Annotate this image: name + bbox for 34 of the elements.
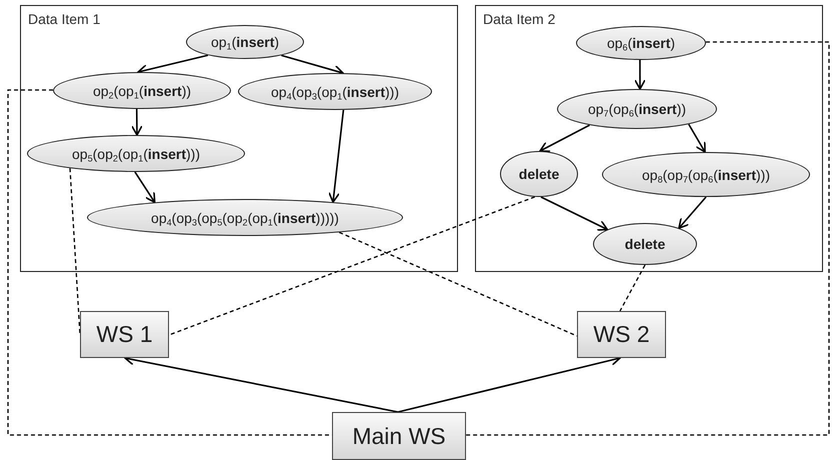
workspace-label: WS 2 [593,321,650,348]
operation-label: op$_{5}$(op$_{2}$(op$_{1}$(insert))) [72,146,200,162]
arrow [328,110,344,203]
arrow [539,124,590,152]
dashed-connector [338,232,578,337]
arrow [634,60,646,90]
workspace-label: Main WS [352,422,446,450]
operation-label: op$_{8}$(op$_{7}$(op$_{6}$(insert))) [642,166,770,182]
dashed-connector [466,41,830,436]
data-item-frame [20,5,458,272]
operation-label: delete [624,236,666,252]
operation-label: op$_{2}$(op$_{1}$(insert)) [92,82,192,98]
operation-label: op$_{4}$(op$_{3}$(op$_{1}$(insert))) [270,84,400,100]
frame-heading: Data Item 1 [28,11,100,27]
operation-label: op$_{1}$(insert) [210,34,280,50]
dashed-connector [7,89,332,436]
dashed-connector [168,196,536,336]
workspace-box [80,311,169,358]
arrow [688,124,706,153]
operation-label: delete [518,166,560,182]
frame-heading: Data Item 2 [483,11,556,27]
dashed-connector [619,264,646,312]
arrow [131,108,143,136]
workspace-box [577,311,666,358]
workspace-label: WS 1 [96,321,153,348]
arrow [540,196,608,231]
operation-label: op$_{4}$(op$_{3}$(op$_{5}$(op$_{2}$(op$_{1}$(insert))))) [151,210,339,226]
operation-label: op$_{6}$(insert) [606,35,676,51]
operation-label: op$_{7}$(op$_{6}$(insert)) [588,101,686,117]
arrow [678,196,707,229]
data-item-frame [475,5,823,272]
arrow [134,172,156,204]
dashed-connector [69,168,81,336]
workspace-box [332,412,466,460]
